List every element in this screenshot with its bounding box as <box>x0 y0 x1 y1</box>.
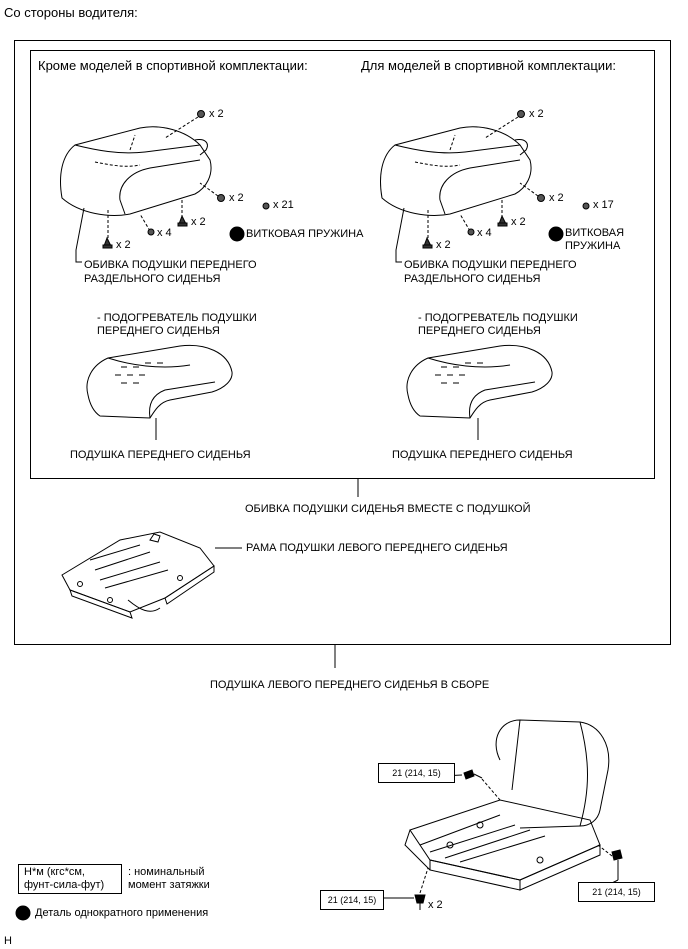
left-heater-label-2: ПЕРЕДНЕГО СИДЕНЬЯ <box>97 325 220 337</box>
right-qty-side: x 2 <box>549 192 564 204</box>
right-variant-title: Для моделей в спортивной комплектации: <box>361 58 616 73</box>
left-cushion-label: ПОДУШКА ПЕРЕДНЕГО СИДЕНЬЯ <box>70 449 251 461</box>
bolt-right-icon <box>611 849 623 880</box>
right-cover-label-1: ОБИВКА ПОДУШКИ ПЕРЕДНЕГО <box>404 259 577 271</box>
seat-assembly-drawing <box>404 719 610 891</box>
right-cable <box>514 139 528 156</box>
seat-assembly-label: ПОДУШКА ЛЕВОГО ПЕРЕДНЕГО СИДЕНЬЯ В СБОРЕ <box>210 679 490 691</box>
left-single-use-dot-icon <box>229 226 245 242</box>
right-qty-nut: x 2 <box>511 216 526 228</box>
torque-box-right: 21 (214, 15) <box>578 882 655 902</box>
right-heater-label-2: ПЕРЕДНЕГО СИДЕНЬЯ <box>418 325 541 337</box>
right-spring-icon <box>582 202 590 210</box>
torque-box-bottom: 21 (214, 15) <box>320 890 384 910</box>
cover-with-cushion-label: ОБИВКА ПОДУШКИ СИДЕНЬЯ ВМЕСТЕ С ПОДУШКОЙ <box>245 503 531 515</box>
right-nut-icon <box>497 214 508 227</box>
left-variant-title: Кроме моделей в спортивной комплектации: <box>38 58 308 73</box>
left-heater-label-1: - ПОДОГРЕВАТЕЛЬ ПОДУШКИ <box>97 312 257 324</box>
left-nut-icon <box>177 214 188 227</box>
right-base-nut-icon <box>422 236 433 249</box>
right-spring-label-1: ВИТКОВАЯ <box>565 227 625 239</box>
left-clip-icon <box>147 228 155 236</box>
legend-unit-desc-1: : номинальный <box>128 866 205 878</box>
inner-frame <box>30 50 655 479</box>
side-label: Со стороны водителя: <box>4 5 138 20</box>
left-base-nut-icon <box>102 236 113 249</box>
torque-box-top: 21 (214, 15) <box>378 763 455 783</box>
left-cover-label-1: ОБИВКА ПОДУШКИ ПЕРЕДНЕГО <box>84 259 257 271</box>
left-leader-cover <box>75 207 85 263</box>
frame-label: РАМА ПОДУШКИ ЛЕВОГО ПЕРЕДНЕГО СИДЕНЬЯ <box>246 542 508 554</box>
left-spring-icon <box>262 202 270 210</box>
torque-bottom-qty: x 2 <box>428 899 443 911</box>
bolt-top-icon <box>463 769 483 780</box>
leader-bolt-bottom <box>419 867 429 894</box>
right-spring-label-2: ПРУЖИНА <box>565 240 621 252</box>
outer-frame <box>14 40 671 645</box>
left-spring-label: ВИТКОВАЯ ПРУЖИНА <box>246 228 364 240</box>
right-qty-spring: x 17 <box>593 199 614 211</box>
left-cushion-drawing <box>86 344 233 440</box>
footer-code: H <box>4 935 12 947</box>
right-cushion-label: ПОДУШКА ПЕРЕДНЕГО СИДЕНЬЯ <box>392 449 573 461</box>
legend-unit-line-1: Н*м (кгс*см, <box>24 866 85 878</box>
right-qty-clip: x 4 <box>477 227 492 239</box>
right-qty-top: x 2 <box>529 108 544 120</box>
legend-single-use-dot-icon <box>15 905 31 921</box>
right-screw-side-icon <box>537 194 545 202</box>
right-qty-base: x 2 <box>436 239 451 251</box>
left-qty-base: x 2 <box>116 239 131 251</box>
legend-unit-line-2: фунт-сила-фут) <box>24 879 105 891</box>
left-qty-top: x 2 <box>209 108 224 120</box>
left-qty-side: x 2 <box>229 192 244 204</box>
left-cable <box>194 139 208 156</box>
cushion-frame-drawing <box>61 531 215 619</box>
left-cover-label-2: РАЗДЕЛЬНОГО СИДЕНЬЯ <box>84 273 221 285</box>
right-cushion-drawing <box>406 344 553 440</box>
bolt-bottom-icon <box>414 894 426 910</box>
left-screw-side-icon <box>217 194 225 202</box>
right-leader-cover <box>395 207 405 263</box>
right-cover-label-2: РАЗДЕЛЬНОГО СИДЕНЬЯ <box>404 273 541 285</box>
left-seat-cover-drawing <box>60 126 212 216</box>
legend-unit-desc-2: момент затяжки <box>128 879 210 891</box>
left-qty-spring: x 21 <box>273 199 294 211</box>
left-qty-nut: x 2 <box>191 216 206 228</box>
legend-unit-box <box>18 864 122 894</box>
right-screw-top-icon <box>517 110 525 118</box>
legend-single-use-label: Деталь однократного применения <box>35 907 209 919</box>
right-seat-cover-drawing <box>380 126 532 216</box>
right-heater-label-1: - ПОДОГРЕВАТЕЛЬ ПОДУШКИ <box>418 312 578 324</box>
left-qty-clip: x 4 <box>157 227 172 239</box>
leader-bolt-right <box>597 844 613 857</box>
right-single-use-dot-icon <box>548 226 564 242</box>
right-clip-icon <box>467 228 475 236</box>
left-screw-top-icon <box>197 110 205 118</box>
